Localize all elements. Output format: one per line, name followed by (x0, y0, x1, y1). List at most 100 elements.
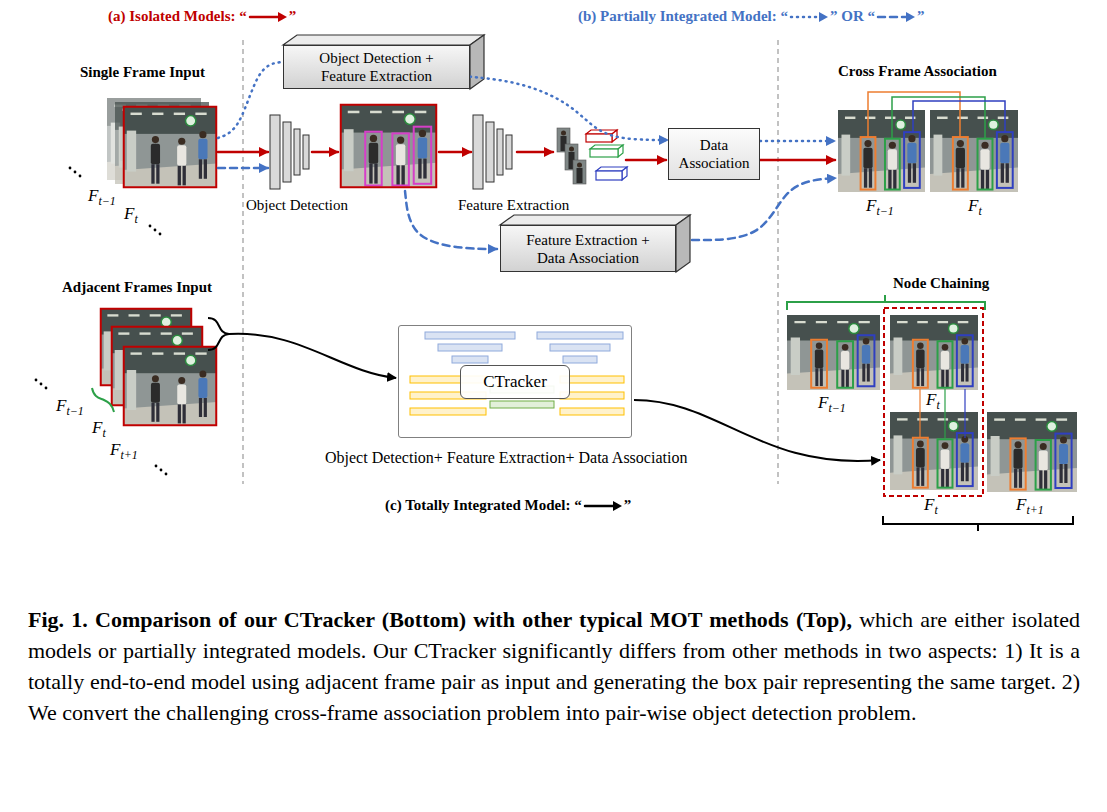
legend-row: (c) Totally Integrated Model: “” (385, 497, 631, 514)
frame-label: Ft−1 (56, 396, 84, 416)
cnn-layer (294, 129, 300, 175)
association-line (892, 97, 985, 139)
cnn-layer (473, 115, 483, 189)
legend-heading: (a) Isolated Models: “ (108, 8, 247, 25)
cnn-layer (506, 135, 512, 169)
ellipsis-dot (154, 229, 157, 232)
box-label: Data Association (672, 136, 756, 172)
feature-crop (573, 160, 586, 184)
frame-image (340, 104, 437, 188)
frame-label: Ft (92, 418, 106, 438)
stage-label: Feature Extraction (458, 197, 569, 214)
association-line (913, 101, 1005, 132)
frame-image (987, 412, 1077, 492)
network-layer (452, 356, 488, 363)
frame-image (123, 106, 217, 188)
chain-link (944, 389, 945, 438)
network-layer (537, 332, 623, 339)
feature-vector (590, 145, 623, 157)
ellipsis-dot (165, 473, 168, 476)
cnn-layer (303, 135, 309, 169)
frame-label: Ft−1 (866, 196, 894, 216)
dashed-arrow (692, 178, 836, 240)
ellipsis-dot (79, 175, 82, 178)
cnn-layer (486, 122, 494, 182)
pipeline-arrow (517, 151, 553, 154)
network-layer (563, 356, 597, 363)
ellipsis-dot (155, 465, 158, 468)
box-face (283, 35, 484, 45)
network-layer (560, 408, 624, 415)
pipeline-arrow (312, 151, 338, 154)
ellipsis-dot (160, 469, 163, 472)
legend-sample (583, 500, 623, 512)
network-layer (438, 344, 502, 351)
bracket (883, 516, 1073, 531)
feature-vector (596, 167, 627, 180)
section-heading: Cross Frame Association (838, 63, 997, 80)
legend-row: (b) Partially Integrated Model: “ ” OR “ ” (578, 8, 924, 25)
model-name: CTracker (460, 365, 570, 399)
frame-label: Ft (924, 495, 938, 515)
legend-sample (248, 11, 288, 23)
frame-label: Ft−1 (818, 393, 846, 413)
separator-line (777, 40, 778, 484)
box-face (470, 35, 484, 89)
frame-label: Ft (124, 204, 138, 224)
ellipsis-dot (40, 383, 43, 386)
ellipsis-dot (159, 233, 162, 236)
frame-image (838, 110, 925, 192)
pipeline-arrow (439, 151, 471, 154)
chain-link (919, 389, 920, 438)
network-layer (550, 344, 610, 351)
ellipsis-dot (35, 379, 38, 382)
process-box: Feature Extraction + Data Association (500, 225, 676, 272)
dotted-arrow (218, 62, 281, 138)
pipeline-arrow (760, 159, 835, 162)
network-layer (490, 401, 554, 408)
cnn-layer (283, 122, 291, 182)
stage-label: Object Detection+ Feature Extraction+ Da… (325, 449, 687, 467)
model-box: CTracker (398, 325, 632, 438)
bracket (92, 388, 114, 412)
legend-sample (789, 11, 829, 23)
ellipsis-dot (149, 225, 152, 228)
legend-heading: ” (917, 8, 925, 25)
stage-label: Object Detection (246, 197, 348, 214)
chain-link (964, 389, 965, 438)
figure-caption: Fig. 1. Comparison of our CTracker (Bott… (28, 604, 1080, 728)
chain-highlight (884, 308, 983, 496)
frame-image (890, 315, 978, 390)
legend-heading: ” (289, 8, 297, 25)
box-label: Feature Extraction + Data Association (521, 231, 655, 267)
frame-image (787, 315, 880, 390)
ellipsis-dot (45, 387, 48, 390)
cnn-layer (497, 129, 503, 175)
separator-line (242, 40, 243, 484)
frame-label: Ft (926, 390, 940, 410)
frame-label: Ft−1 (88, 186, 116, 206)
bracket (208, 318, 229, 350)
pipeline-arrow (218, 151, 268, 154)
legend-heading: ” OR “ (830, 8, 875, 25)
process-box: Object Detection + Feature Extraction (283, 45, 470, 89)
dotted-arrow (760, 140, 835, 143)
section-heading: Adjacent Frames Input (62, 279, 212, 296)
box-face (676, 215, 690, 272)
legend-heading: (b) Partially Integrated Model: “ (578, 8, 788, 25)
pipeline-arrow (626, 159, 666, 162)
process-box: Data Association (668, 128, 760, 180)
flow-curve (229, 334, 396, 378)
dashed-arrow (218, 167, 268, 170)
legend-heading: ” (624, 497, 632, 514)
legend-sample (876, 11, 916, 23)
network-layer (410, 408, 486, 415)
frame-label: Ft+1 (1016, 495, 1044, 515)
frame-label: Ft (968, 196, 982, 216)
box-face (500, 215, 690, 225)
ellipsis-dot (74, 171, 77, 174)
section-heading: Node Chaining (893, 275, 989, 292)
frame-label: Ft+1 (110, 440, 138, 460)
network-layer (425, 332, 515, 339)
